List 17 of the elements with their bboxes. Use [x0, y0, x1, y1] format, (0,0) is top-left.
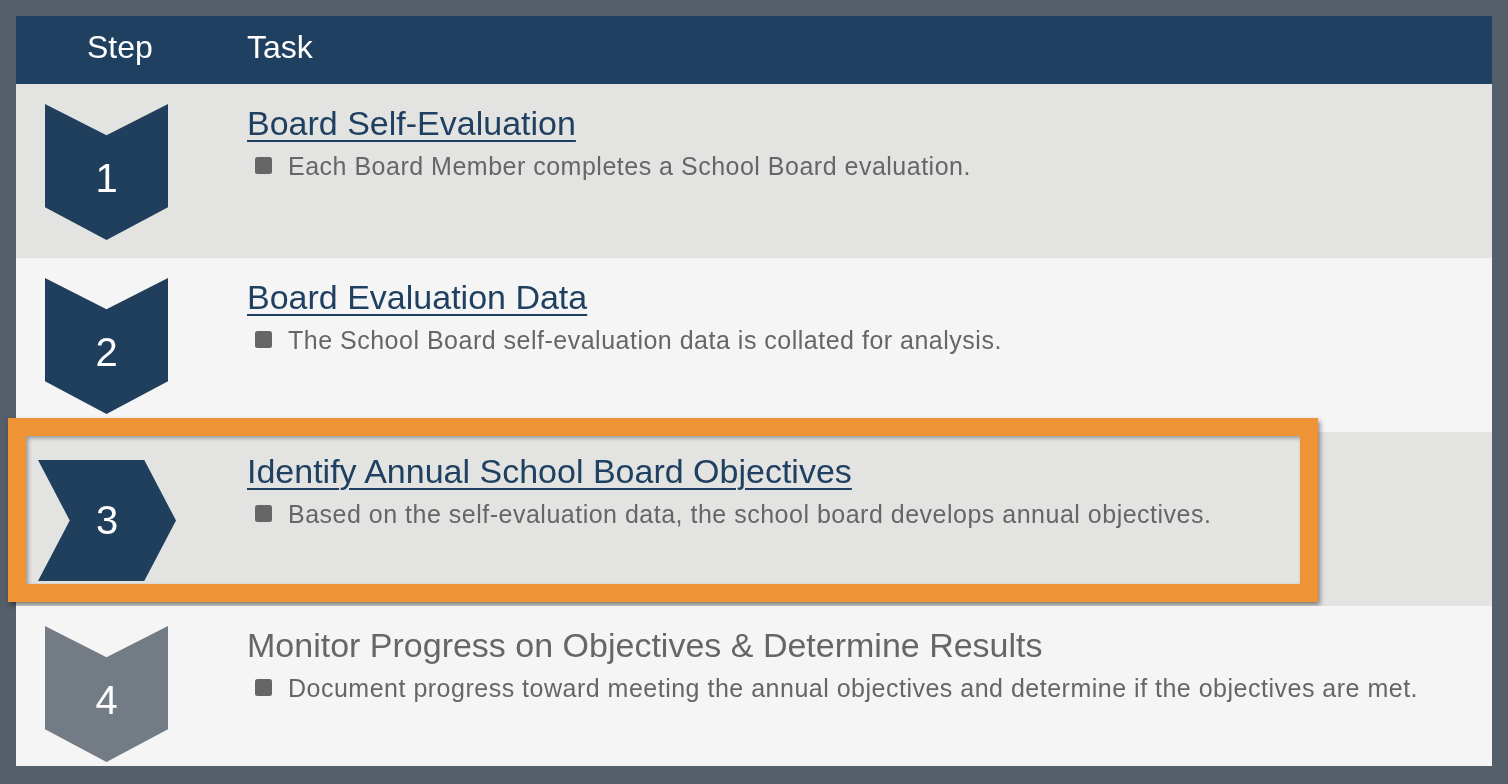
task-title-link: Identify Annual School Board Objectives: [247, 451, 852, 491]
chevron-down: 1: [45, 104, 168, 240]
task-title-link: Board Evaluation Data: [247, 277, 588, 317]
column-header: Step: [87, 28, 153, 67]
chevron-down: 4: [45, 626, 168, 762]
task-title: Monitor Progress on Objectives & Determine Results: [247, 625, 1043, 665]
chevron-down: 2: [45, 278, 168, 414]
task-description: The School Board self-evaluation data is collated for analysis.: [288, 325, 1002, 356]
step-row: [16, 258, 1492, 432]
task-title-link: Board Self-Evaluation: [247, 103, 576, 143]
column-header: Task: [247, 28, 313, 67]
chevron-right: 3: [38, 460, 176, 581]
task-description: Each Board Member completes a School Board evaluation.: [288, 151, 971, 182]
step-row: [16, 606, 1492, 766]
task-description: Document progress toward meeting the annual objectives and determine if the objectives are met.: [288, 673, 1419, 704]
task-description: Based on the self-evaluation data, the school board develops annual objectives.: [288, 499, 1212, 530]
step-row: [16, 84, 1492, 258]
